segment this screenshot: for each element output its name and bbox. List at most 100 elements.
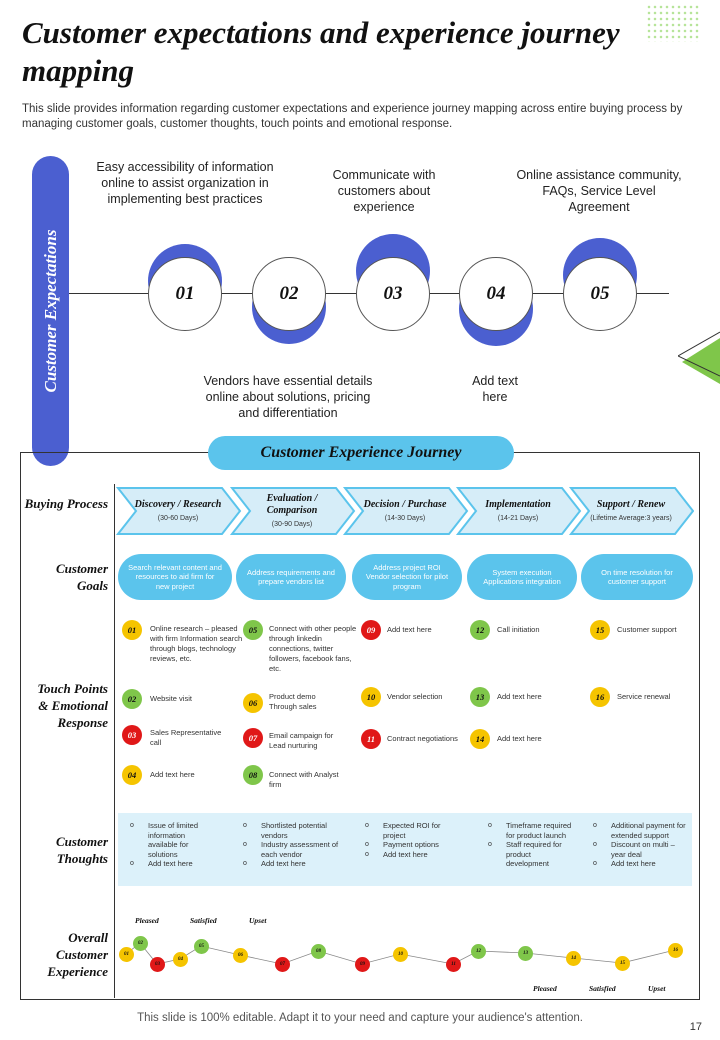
step-circle-01: 01 xyxy=(148,257,222,331)
buying-step: Decision / Purchase (14-30 Days) xyxy=(357,487,453,535)
buying-step: Discovery / Research (30-60 Days) xyxy=(130,487,226,535)
thought-item: Expected ROI for project xyxy=(383,821,441,840)
touch-point-text: Product demo Through sales xyxy=(269,692,317,711)
overall-point: 16 xyxy=(668,943,683,958)
overall-point: 02 xyxy=(133,936,148,951)
decorative-dot-grid xyxy=(646,4,700,42)
overall-point: 03 xyxy=(150,957,165,972)
touch-point-text: Email campaign for Lead nurturing xyxy=(269,731,334,750)
touch-point-badge: 07 xyxy=(243,728,263,748)
touch-point-badge: 11 xyxy=(361,729,381,749)
touch-point-badge: 10 xyxy=(361,687,381,707)
thought-item: Shortlisted potential vendors xyxy=(261,821,327,840)
row-label-customer-thoughts: Customer Thoughts xyxy=(55,834,108,866)
overall-point: 11 xyxy=(446,957,461,972)
customer-expectations-label: Customer Expectations xyxy=(40,229,60,393)
buying-step-duration: (14-21 Days) xyxy=(497,515,539,522)
touch-point-badge: 16 xyxy=(590,687,610,707)
buying-step-title: Discovery / Research xyxy=(134,499,222,510)
page-number: 17 xyxy=(689,1021,702,1033)
touch-point-badge: 06 xyxy=(243,693,263,713)
buying-step-duration: (30-90 Days) xyxy=(271,521,313,528)
page-title: Customer expectations and experience jou… xyxy=(22,15,620,88)
overall-experience-line xyxy=(125,942,676,965)
step-circle-04: 04 xyxy=(459,257,533,331)
touch-point-badge: 09 xyxy=(361,620,381,640)
overall-point: 09 xyxy=(355,957,370,972)
touch-point-badge: 13 xyxy=(470,687,490,707)
touch-point-badge: 04 xyxy=(122,765,142,785)
touch-point-text: Add text here xyxy=(497,734,542,743)
buying-step-title: Evaluation / Comparison xyxy=(266,493,318,516)
buying-step-duration: (30-60 Days) xyxy=(157,515,199,522)
touch-point-text: Website visit xyxy=(150,694,192,703)
touch-point-badge: 01 xyxy=(122,620,142,640)
expectation-text-05: Online assistance community, FAQs, Servi… xyxy=(516,168,682,214)
overall-point: 05 xyxy=(194,939,209,954)
buying-step-title: Support / Renew xyxy=(596,499,666,510)
touch-point-badge: 12 xyxy=(470,620,490,640)
touch-point-text: Service renewal xyxy=(617,692,671,701)
thought-item: Payment options xyxy=(383,840,439,850)
touch-point-text: Add text here xyxy=(497,692,542,701)
step-circle-03: 03 xyxy=(356,257,430,331)
overall-point: 07 xyxy=(275,957,290,972)
expectation-text-01: Easy accessibility of information online… xyxy=(96,160,274,206)
row-label-touch-points: Touch Points & Emotional Response xyxy=(37,681,108,730)
overall-point: 10 xyxy=(393,947,408,962)
thought-item: Issue of limited information available f… xyxy=(148,821,199,859)
overall-legend-satisfied: Satisfied xyxy=(190,916,217,925)
touch-point-text: Add text here xyxy=(150,770,195,779)
row-label-overall-experience: Overall Customer Experience xyxy=(47,930,108,979)
customer-goal: Address project ROI Vendor selection for… xyxy=(352,554,462,600)
thought-item: Add text here xyxy=(148,859,193,869)
customer-thoughts-panel xyxy=(118,813,692,886)
expectation-text-02: Vendors have essential details online ab… xyxy=(203,374,373,420)
touch-point-text: Online research – pleased with firm Info… xyxy=(150,624,243,663)
overall-legend-satisfied: Satisfied xyxy=(589,984,616,993)
overall-point: 13 xyxy=(518,946,533,961)
touch-point-badge: 02 xyxy=(122,689,142,709)
buying-step-duration: (14-30 Days) xyxy=(384,515,426,522)
touch-point-text: Contract negotiations xyxy=(387,734,458,743)
touch-point-text: Sales Representative call xyxy=(150,728,222,747)
buying-step: Evaluation / Comparison (30-90 Days) xyxy=(244,487,340,535)
touch-point-text: Call initiation xyxy=(497,625,540,634)
label-divider xyxy=(114,484,115,998)
thought-item: Staff required for product development xyxy=(506,840,562,869)
overall-legend-upset: Upset xyxy=(249,916,267,925)
step-circle-02: 02 xyxy=(252,257,326,331)
touch-point-text: Customer support xyxy=(617,625,677,634)
thought-item: Add text here xyxy=(261,859,306,869)
overall-point: 06 xyxy=(233,948,248,963)
thought-item: Add text here xyxy=(611,859,656,869)
buying-step: Support / Renew (Lifetime Average:3 year… xyxy=(583,487,679,535)
touch-point-text: Connect with other people through linked… xyxy=(269,624,357,673)
decorative-triangle-icon xyxy=(678,331,720,384)
touch-point-badge: 05 xyxy=(243,620,263,640)
touch-point-badge: 03 xyxy=(122,725,142,745)
touch-point-badge: 15 xyxy=(590,620,610,640)
buying-step-duration: (Lifetime Average:3 years) xyxy=(590,515,672,522)
thought-item: Discount on multi – year deal xyxy=(611,840,675,859)
buying-step-title: Implementation xyxy=(485,499,551,510)
overall-point: 01 xyxy=(119,947,134,962)
overall-point: 14 xyxy=(566,951,581,966)
customer-goal: Address requirements and prepare vendors… xyxy=(236,554,346,600)
page-subtitle: This slide provides information regardin… xyxy=(22,103,683,130)
thought-item: Industry assessment of each vendor xyxy=(261,840,339,859)
thought-item: Additional payment for extended support xyxy=(611,821,686,840)
buying-step: Implementation (14-21 Days) xyxy=(470,487,566,535)
thought-item: Add text here xyxy=(383,849,428,859)
touch-point-text: Vendor selection xyxy=(387,692,443,701)
buying-step-title: Decision / Purchase xyxy=(363,499,447,510)
customer-goal: System execution Applications integratio… xyxy=(467,554,577,600)
footer-note: This slide is 100% editable. Adapt it to… xyxy=(137,1012,583,1024)
overall-point: 08 xyxy=(311,944,326,959)
touch-point-text: Add text here xyxy=(387,625,432,634)
overall-point: 15 xyxy=(615,956,630,971)
customer-goal: On time resolution for customer support xyxy=(581,554,693,600)
